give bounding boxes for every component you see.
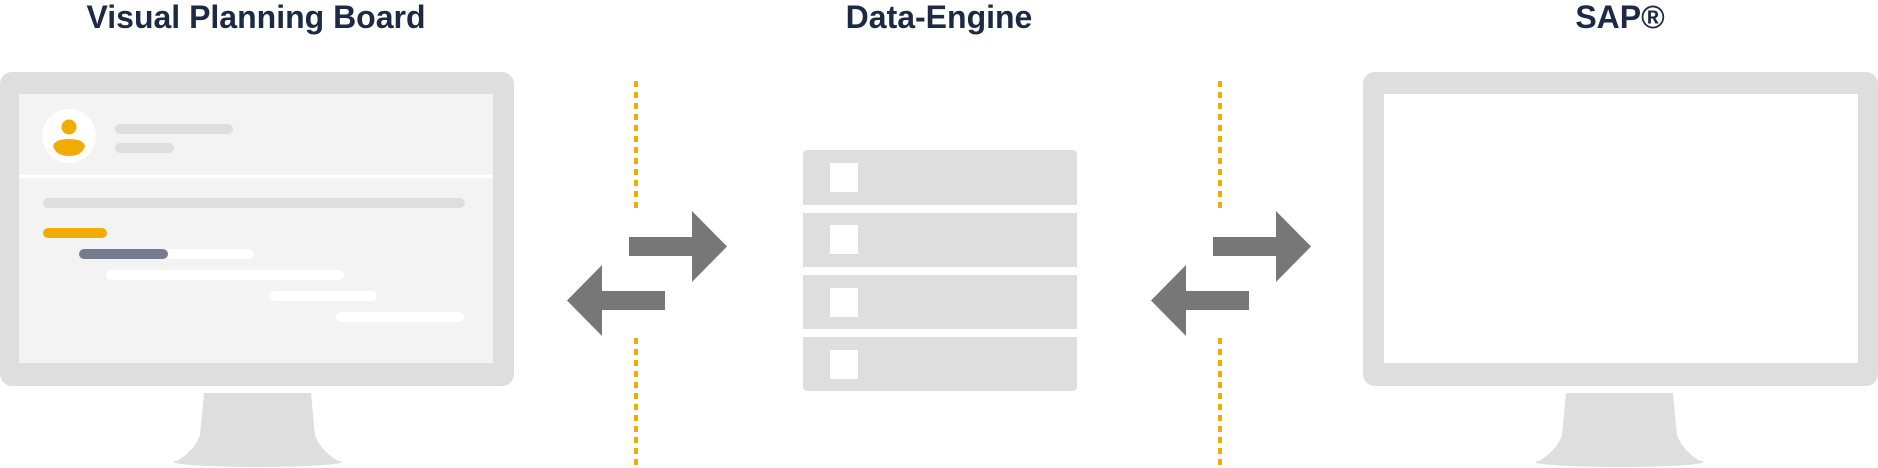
gantt-bar-accent [43, 228, 107, 238]
title-data-engine: Data-Engine [845, 0, 1033, 35]
content-line-long [43, 198, 465, 208]
bidirectional-arrows-icon [1151, 211, 1311, 336]
monitor-stand [1539, 393, 1700, 461]
monitor-visual-planning-board [0, 72, 514, 467]
server-unit-1 [803, 150, 1077, 205]
monitor-sap [1363, 72, 1878, 467]
bidirectional-arrows-icon [567, 211, 727, 336]
header-line-primary [115, 124, 233, 134]
gantt-bar-dark [79, 249, 168, 259]
arrow-left-icon [1151, 265, 1249, 336]
arrow-right-icon [629, 211, 727, 282]
arrow-left-icon [567, 265, 665, 336]
gantt-bar-light-3 [270, 291, 377, 301]
server-unit-4 [803, 337, 1077, 391]
gantt-bar-light-2 [106, 270, 344, 280]
gantt-bar-light-4 [336, 312, 464, 322]
monitor-screen [1384, 94, 1858, 363]
monitor-stand [177, 393, 338, 461]
title-visual-planning-board: Visual Planning Board [86, 0, 426, 35]
server-stack-icon [803, 150, 1077, 391]
arrow-right-icon [1213, 211, 1311, 282]
header-line-secondary [115, 143, 174, 153]
user-avatar-icon [42, 109, 96, 163]
title-sap: SAP® [1575, 0, 1665, 35]
